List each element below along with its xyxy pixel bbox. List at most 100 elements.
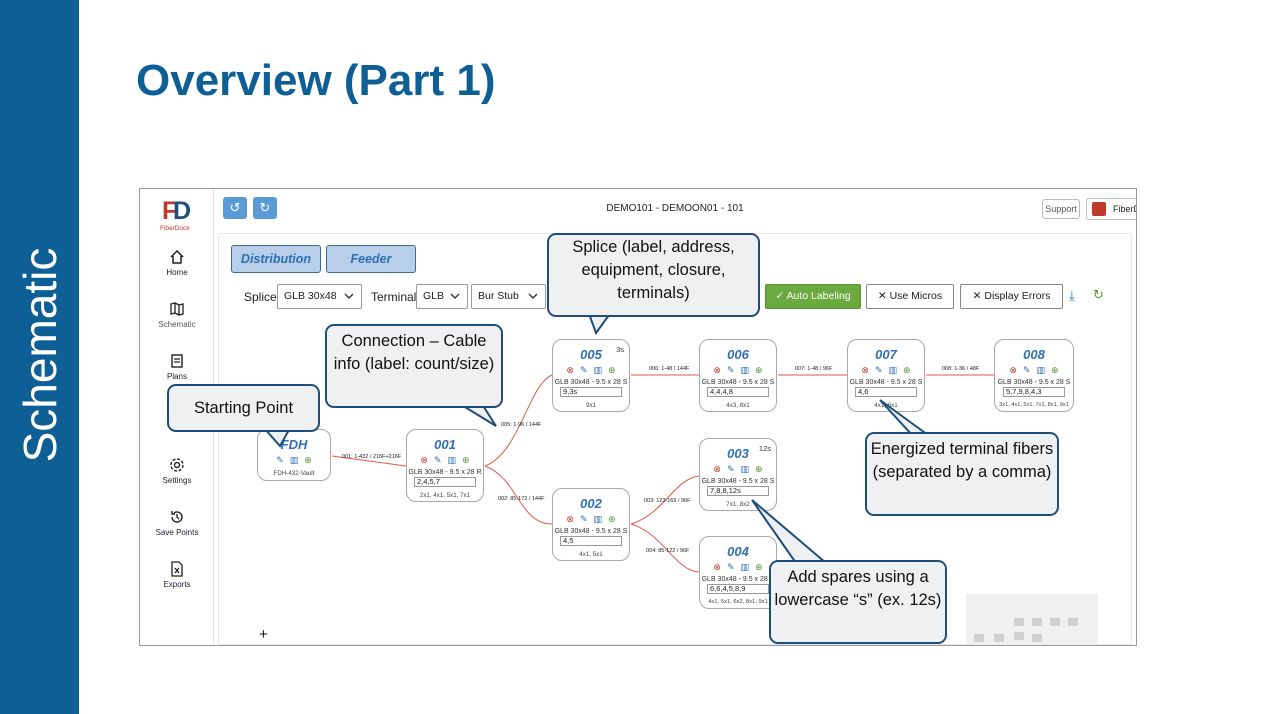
redo-button[interactable]: ↻ [253,197,277,219]
delete-icon[interactable]: ⊗ [420,455,428,465]
edge-002-004 [630,523,700,573]
node-label: 007 [875,347,897,362]
splice-node-004[interactable]: 004 ⊗✎▥⊕ GLB 30x48 - 9.5 x 28 S 6,6,4,5,… [699,536,777,609]
refresh-icon[interactable]: ↻ [1093,287,1104,302]
minimap-nodes [974,618,1078,642]
terminal-select-value: GLB [423,290,445,302]
pencil-icon[interactable]: ✎ [726,464,735,474]
splice-select[interactable]: GLB 30x48 [277,284,362,309]
nav-exports[interactable]: Exports [140,561,214,589]
nav-settings[interactable]: Settings [140,457,214,485]
undo-button[interactable]: ↺ [223,197,247,219]
pencil-icon[interactable]: ✎ [1022,365,1031,375]
map-icon[interactable]: ▥ [447,455,457,465]
nav-schematic-label: Schematic [158,320,196,329]
display-errors-button[interactable]: ✕ Display Errors [960,284,1063,309]
splice-node-007[interactable]: 007 ⊗✎▥⊕ GLB 30x48 - 9.5 x 28 S 4,6 4x1,… [847,339,925,412]
use-micros-button[interactable]: ✕ Use Micros [866,284,954,309]
document-icon [171,354,183,368]
add-icon[interactable]: ⊕ [304,455,312,465]
map-icon[interactable]: ▥ [740,365,750,375]
nav-plans[interactable]: Plans [140,353,214,381]
edge-label: 004: 85-122 / 96F [646,548,690,554]
pencil-icon[interactable]: ✎ [276,455,284,465]
close-icon: ✕ [972,290,985,302]
node-terminals-input[interactable]: 9,3s [560,387,622,397]
splice-node-002[interactable]: 002 ⊗✎▥⊕ GLB 30x48 - 9.5 x 28 S 4,5 4x1,… [552,488,630,561]
map-icon[interactable]: ▥ [1036,365,1046,375]
delete-icon[interactable]: ⊗ [1009,365,1017,375]
edge-label: 003: 123-169 / 96F [644,498,691,504]
chevron-down-icon [450,293,460,299]
delete-icon[interactable]: ⊗ [566,514,574,524]
node-terminals-input[interactable]: 6,6,4,5,8,9 [707,584,769,594]
nav-save-points[interactable]: Save Points [140,509,214,537]
splice-node-005[interactable]: 3s 005 ⊗✎▥⊕ GLB 30x48 - 9.5 x 28 S 9,3s … [552,339,630,412]
download-icon[interactable]: ⤓ [1069,288,1075,303]
terminal-select[interactable]: GLB [416,284,468,309]
node-terminals-input[interactable]: 2,4,5,7 [414,477,476,487]
edge-label: 007: 1-48 / 96F [795,366,833,372]
splice-node-006[interactable]: 006 ⊗✎▥⊕ GLB 30x48 - 9.5 x 28 S 4,4,4,8 … [699,339,777,412]
auto-labeling-button[interactable]: ✓ Auto Labeling [765,284,861,309]
add-icon[interactable]: ⊕ [755,562,763,572]
delete-icon[interactable]: ⊗ [861,365,869,375]
terminal-type-select[interactable]: Bur Stub [471,284,546,309]
add-icon[interactable]: ⊕ [1051,365,1059,375]
pencil-icon[interactable]: ✎ [726,365,735,375]
node-equipment: GLB 30x48 - 9.5 x 28 R [408,469,482,476]
delete-icon[interactable]: ⊗ [713,464,721,474]
node-terminals-input[interactable]: 5,7,9,8,4,3 [1003,387,1065,397]
slide-side-band: Schematic [0,0,79,714]
add-icon[interactable]: ⊕ [755,464,763,474]
tab-feeder[interactable]: Feeder [326,245,416,273]
node-icons: ✎ ▥ ⊕ [258,455,330,467]
map-icon[interactable]: ▥ [593,514,603,524]
pencil-icon[interactable]: ✎ [579,514,588,524]
splice-node-008[interactable]: 008 ⊗✎▥⊕ GLB 30x48 - 9.5 x 28 S 5,7,9,8,… [994,339,1074,412]
splice-node-003[interactable]: 12s 003 ⊗✎▥⊕ GLB 30x48 - 9.5 x 28 S 7,8,… [699,438,777,511]
map-icon[interactable]: ▥ [289,455,299,465]
account-dropdown[interactable]: FiberDock ⌄ [1086,198,1136,220]
add-icon[interactable]: ⊕ [755,365,763,375]
tab-distribution[interactable]: Distribution [231,245,321,273]
edge-002-003 [630,475,700,525]
splice-node-001[interactable]: 001 ⊗✎▥⊕ GLB 30x48 - 9.5 x 28 R 2,4,5,7 … [406,429,484,502]
pencil-icon[interactable]: ✎ [726,562,735,572]
nav-home-label: Home [166,268,188,277]
pencil-icon[interactable]: ✎ [874,365,883,375]
nav-schematic[interactable]: Schematic [140,301,214,329]
minimap[interactable] [966,594,1098,645]
map-icon[interactable]: ▥ [740,562,750,572]
gear-icon [170,458,184,472]
add-icon[interactable]: ⊕ [608,514,616,524]
logo-text: FiberDock [160,225,190,232]
pencil-icon[interactable]: ✎ [579,365,588,375]
add-icon[interactable]: ⊕ [608,365,616,375]
add-icon[interactable]: ⊕ [462,455,470,465]
delete-icon[interactable]: ⊗ [713,562,721,572]
use-micros-label: Use Micros [889,290,943,302]
map-icon[interactable]: ▥ [888,365,898,375]
delete-icon[interactable]: ⊗ [566,365,574,375]
edge-label: 001: 1-432 / 216F+216F [342,454,402,460]
node-terminals-input[interactable]: 4,4,4,8 [707,387,769,397]
delete-icon[interactable]: ⊗ [713,365,721,375]
node-icons: ⊗ ✎ ▥ ⊕ [553,514,629,526]
zoom-in-button[interactable]: + [259,626,268,643]
node-terminals-input[interactable]: 4,5 [560,536,622,546]
undo-icon: ↺ [229,200,241,215]
support-button[interactable]: Support [1042,199,1080,219]
node-terminals-input[interactable]: 7,8,8,12s [707,486,769,496]
start-node-fdh[interactable]: FDH ✎▥⊕ FDH-432-Vault [257,429,331,481]
add-icon[interactable]: ⊕ [903,365,911,375]
node-label: 006 [727,347,749,362]
map-icon[interactable]: ▥ [740,464,750,474]
node-closure: 2x1, 4x1, 5x1, 7x1 [419,492,471,499]
node-terminals-input[interactable]: 4,6 [855,387,917,397]
pencil-icon[interactable]: ✎ [433,455,442,465]
node-equipment: GLB 30x48 - 9.5 x 28 S [701,478,775,485]
nav-home[interactable]: Home [140,249,214,277]
map-icon[interactable]: ▥ [593,365,603,375]
display-errors-label: Display Errors [984,290,1051,302]
